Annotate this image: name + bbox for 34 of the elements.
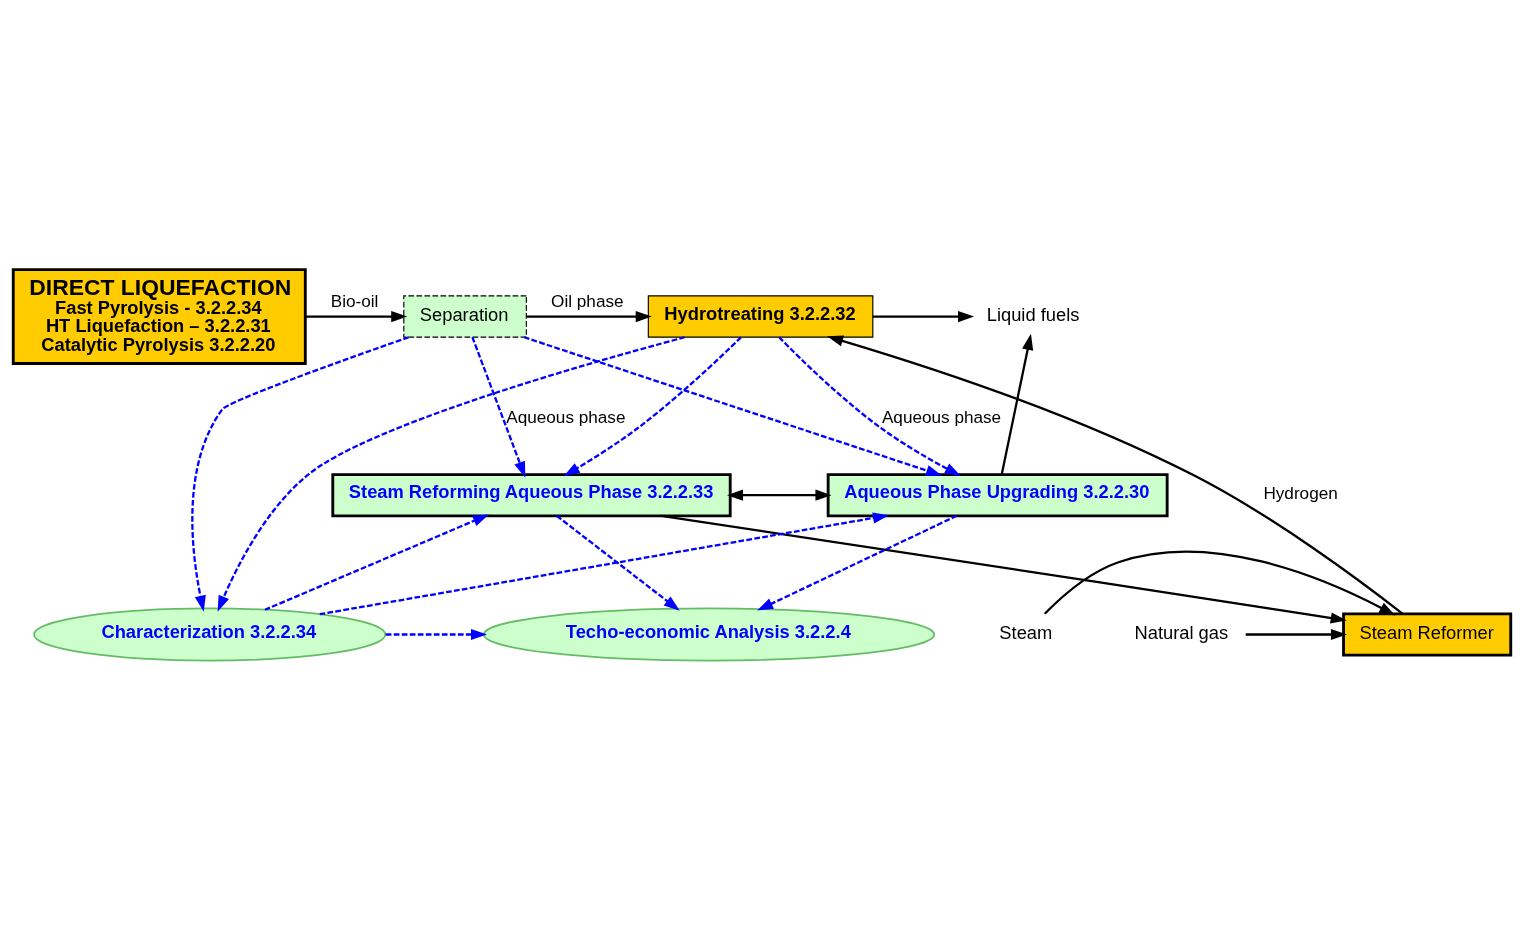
arrow: [563, 336, 742, 477]
node-box: Aqueous Phase Upgrading 3.2.2.30: [826, 473, 1169, 518]
node-box: DIRECT LIQUEFACTION Fast Pyrolysis - 3.2.2.34 HT Liquefaction – 3.2.2.31 Catalytic Pyrolysis 3.2.2.20: [11, 268, 307, 365]
arrow: [305, 310, 408, 323]
edge-label: Aqueous phase: [506, 407, 626, 428]
arrow: [726, 489, 832, 501]
arrow: [471, 336, 526, 478]
arrow: [264, 514, 489, 611]
arrow: [1000, 333, 1034, 475]
arrow: [1245, 628, 1347, 641]
arrow: [526, 310, 652, 323]
arrow: [217, 336, 685, 612]
arrow: [778, 336, 961, 477]
node-box: Steam Reformer: [1342, 612, 1513, 657]
arrow: [556, 515, 680, 611]
arrow: [191, 336, 410, 612]
arrow: [319, 512, 889, 616]
node-box: Hydrotreating 3.2.2.32: [647, 295, 874, 338]
node-text: Liquid fuels: [986, 303, 1080, 325]
node-box: Separation: [403, 295, 527, 338]
edge-label: Oil phase: [551, 291, 624, 312]
node-box: Steam Reforming Aqueous Phase 3.2.2.33: [331, 473, 732, 518]
arrow: [385, 628, 488, 641]
arrow: [1043, 550, 1396, 616]
node-text: Natural gas: [1134, 621, 1229, 643]
arrow: [757, 514, 958, 611]
node-text: Steam: [999, 621, 1053, 643]
edge-label: Aqueous phase: [881, 407, 1002, 428]
edge-label: Bio-oil: [330, 291, 379, 312]
arrow: [523, 336, 943, 476]
node-ellipse: Characterization 3.2.2.34: [33, 607, 387, 662]
edge-label: Hydrogen: [1263, 483, 1338, 504]
node-ellipse: Techo-economic Analysis 3.2.2.4: [482, 607, 936, 662]
arrow: [872, 310, 975, 323]
